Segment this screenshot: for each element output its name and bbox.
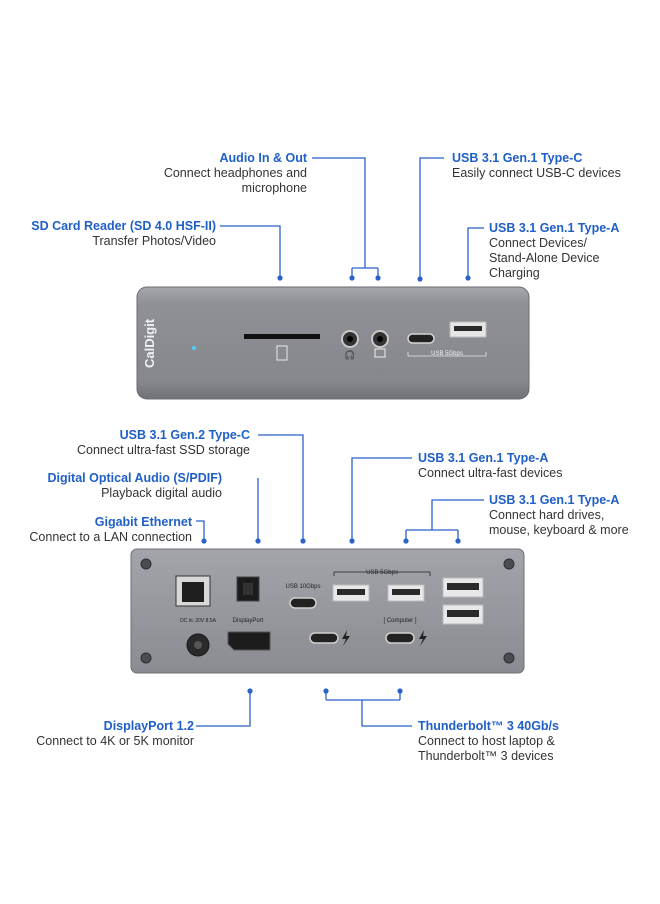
usba-mid-leader	[351, 457, 412, 540]
label-usba-mid: USB 3.1 Gen.1 Type-A Connect ultra-fast …	[418, 451, 563, 480]
computer-label: [ Computer ]	[383, 618, 416, 624]
label-usbc-gen2: USB 3.1 Gen.2 Type-C Connect ultra-fast …	[77, 428, 250, 457]
thunderbolt-port-2	[385, 632, 415, 644]
back-panel: USB 10Gbps USB 5Gbps DC in: 20V 8.5A Dis…	[130, 548, 525, 674]
displayport-port	[227, 631, 271, 651]
label-usba-right: USB 3.1 Gen.1 Type-A Connect hard drives…	[489, 493, 629, 537]
power-led-icon	[192, 346, 196, 350]
label-usbc-front: USB 3.1 Gen.1 Type-C Easily connect USB-…	[452, 151, 621, 180]
front-panel: CalDigit 🎧 USB 5Gbps	[136, 286, 530, 400]
front-usb-c-port	[407, 333, 435, 344]
displayport-label: DisplayPort	[233, 618, 264, 624]
brand-logo: CalDigit	[142, 318, 157, 368]
label-sd-card: SD Card Reader (SD 4.0 HSF-II) Transfer …	[31, 219, 216, 248]
thunderbolt-port-1	[309, 632, 339, 644]
displayport-leader	[196, 692, 251, 727]
headphone-icon: 🎧	[344, 349, 355, 360]
usbc-front-leader	[419, 157, 444, 278]
label-thunderbolt: Thunderbolt™ 3 40Gb/s Connect to host la…	[418, 719, 559, 763]
usb-5gbps-label: USB 5Gbps	[431, 351, 463, 357]
sd-card-slot	[244, 334, 320, 339]
audio-leader	[312, 157, 366, 268]
sd-leader	[220, 225, 281, 276]
usb-10gbps-label: USB 10Gbps	[285, 584, 320, 590]
label-ethernet: Gigabit Ethernet Connect to a LAN connec…	[29, 515, 192, 544]
label-audio: Audio In & Out Connect headphones and mi…	[163, 151, 307, 195]
usbc-gen2-leader	[258, 434, 304, 540]
label-usba-front: USB 3.1 Gen.1 Type-A Connect Devices/ St…	[489, 221, 620, 280]
thunderbolt-icon	[342, 630, 350, 646]
usba-right-leader	[406, 499, 484, 531]
usb-5gbps-back-label: USB 5Gbps	[366, 570, 398, 576]
dc-in-label: DC in: 20V 8.5A	[180, 618, 217, 624]
usba-front-leader	[467, 227, 484, 276]
back-usb-c-gen2-port	[289, 597, 317, 609]
microphone-icon	[374, 348, 386, 358]
thunderbolt-icon	[419, 630, 427, 646]
ethernet-leader	[196, 520, 205, 540]
sd-card-icon	[276, 345, 288, 361]
label-optical: Digital Optical Audio (S/PDIF) Playback …	[47, 471, 222, 500]
label-displayport: DisplayPort 1.2 Connect to 4K or 5K moni…	[36, 719, 194, 748]
